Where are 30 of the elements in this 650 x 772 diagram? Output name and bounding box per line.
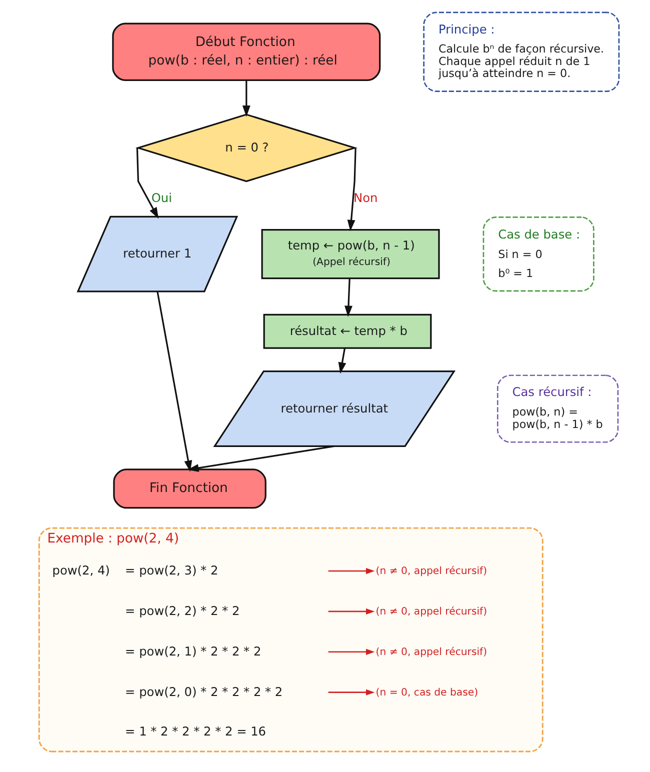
arrow <box>187 445 334 472</box>
node-text: (n ≠ 0, appel récursif) <box>376 646 488 658</box>
arrow <box>328 568 375 574</box>
node-diamond: n = 0 ? <box>135 114 358 182</box>
arrow <box>328 608 375 614</box>
arrow <box>136 148 159 219</box>
node-box: résultat ← temp * b <box>263 314 432 349</box>
node-text: (n = 0, cas de base) <box>376 687 478 698</box>
arrow <box>328 648 375 655</box>
node-text: = pow(2, 1) * 2 * 2 * 2 <box>125 644 262 659</box>
node-text: = pow(2, 2) * 2 * 2 <box>125 604 240 618</box>
arrow <box>347 148 356 232</box>
edge-label: Non <box>354 191 378 206</box>
arrow <box>344 278 352 318</box>
arrow <box>338 348 346 374</box>
node-box: Cas de base : Si n = 0 b⁰ = 1 <box>482 216 594 292</box>
node-box: Cas récursif : pow(b, n) = pow(b, n - 1) * b <box>496 374 619 443</box>
node-box: Fin Fonction <box>113 468 266 509</box>
node-text: = 1 * 2 * 2 * 2 * 2 = 16 <box>125 724 266 738</box>
node-box: temp ← pow(b, n - 1) (Appel récursif) <box>261 228 440 280</box>
node-text: (n ≠ 0, appel récursif) <box>376 566 488 578</box>
node-box: Début Fonction pow(b : réel, n : entier) : réel <box>112 22 381 81</box>
node-text: (n ≠ 0, appel récursif) <box>376 606 488 618</box>
node-text: pow(2, 4) = pow(2, 3) * 2 <box>52 564 218 578</box>
arrow <box>156 291 192 472</box>
arrow <box>242 80 250 117</box>
node-text: = pow(2, 0) * 2 * 2 * 2 * 2 <box>125 684 283 699</box>
edge-label: Oui <box>151 191 172 206</box>
node-box: Principe : Calcule bⁿ de façon récursive. Chaque appel réduit n de 1 jusqu’à atteindre n = 0. <box>423 12 620 92</box>
arrow <box>328 689 375 696</box>
